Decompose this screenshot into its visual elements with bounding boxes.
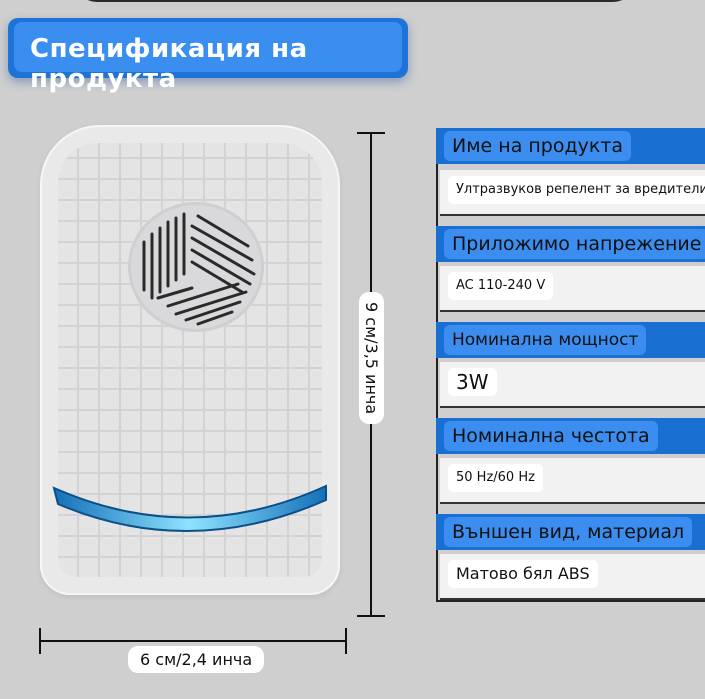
height-dimension-label: 9 см/3,5 инча <box>359 292 384 425</box>
spec-value-box-frequency: 50 Hz/60 Hz <box>440 458 705 504</box>
spec-label-text: Номинална честота <box>444 421 658 451</box>
spec-label-appearance: Външен вид, материал <box>436 514 705 550</box>
spec-label-product-name: Име на продукта <box>436 128 705 164</box>
spec-value-box-power: 3W <box>440 362 705 408</box>
spec-label-text: Външен вид, материал <box>444 517 693 547</box>
spec-label-voltage: Приложимо напрежение <box>436 226 705 262</box>
spec-label-frequency: Номинална честота <box>436 418 705 454</box>
spec-label-power: Номинална мощност <box>436 322 705 358</box>
spec-panel <box>436 128 705 602</box>
width-dimension-cap-right <box>345 628 347 654</box>
page-title: Спецификация на продукта <box>30 34 308 94</box>
width-dimension-label: 6 см/2,4 инча <box>128 646 265 673</box>
spec-value-box-voltage: AC 110-240 V <box>440 266 705 312</box>
spec-value-text: AC 110-240 V <box>448 272 554 300</box>
spec-label-text: Номинална мощност <box>444 325 647 355</box>
title-banner: Спецификация на продукта <box>8 18 408 94</box>
spec-value-text: Ултразвуков репелент за вредители <box>448 176 705 204</box>
height-dimension-cap-bottom <box>357 615 385 617</box>
spec-label-text: Име на продукта <box>444 131 632 161</box>
top-edge-bar <box>75 0 635 2</box>
spec-value-text: 50 Hz/60 Hz <box>448 464 543 492</box>
spec-value-text: Матово бял ABS <box>448 560 598 588</box>
spec-value-text: 3W <box>448 368 497 396</box>
led-light-strip <box>50 480 330 540</box>
spec-label-text: Приложимо напрежение <box>444 229 705 259</box>
width-dimension-line <box>40 640 347 642</box>
spec-value-box-appearance: Матово бял ABS <box>440 554 705 600</box>
spec-value-box-product-name: Ултразвуков репелент за вредители <box>440 170 705 216</box>
speaker-grille-icon <box>128 202 264 332</box>
